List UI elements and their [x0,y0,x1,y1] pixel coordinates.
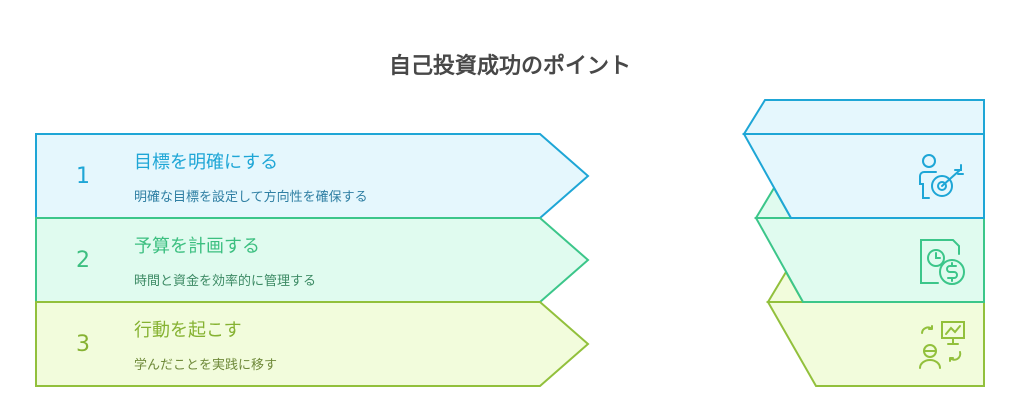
diagram-title: 自己投資成功のポイント [388,54,631,79]
step-description-2: 時間と資金を効率的に管理する [134,274,317,289]
step-heading-3: 行動を起こす [134,320,242,341]
step-description-1: 明確な目標を設定して方向性を確保する [134,190,368,205]
step-number-1: 1 [76,164,90,189]
step-arrow-2 [35,217,590,303]
step-number-2: 2 [76,248,90,273]
person-presentation-cycle-icon [919,321,965,369]
clock-money-document-icon [920,239,965,285]
step-description-3: 学んだことを実践に移す [134,358,278,373]
step-number-3: 3 [76,332,90,357]
step-arrow-1 [35,133,590,219]
step-heading-2: 予算を計画する [134,236,260,257]
step-arrow-3 [35,301,590,387]
person-target-icon [919,154,964,199]
stack-layer-1 [742,99,985,219]
step-heading-1: 目標を明確にする [134,152,279,173]
